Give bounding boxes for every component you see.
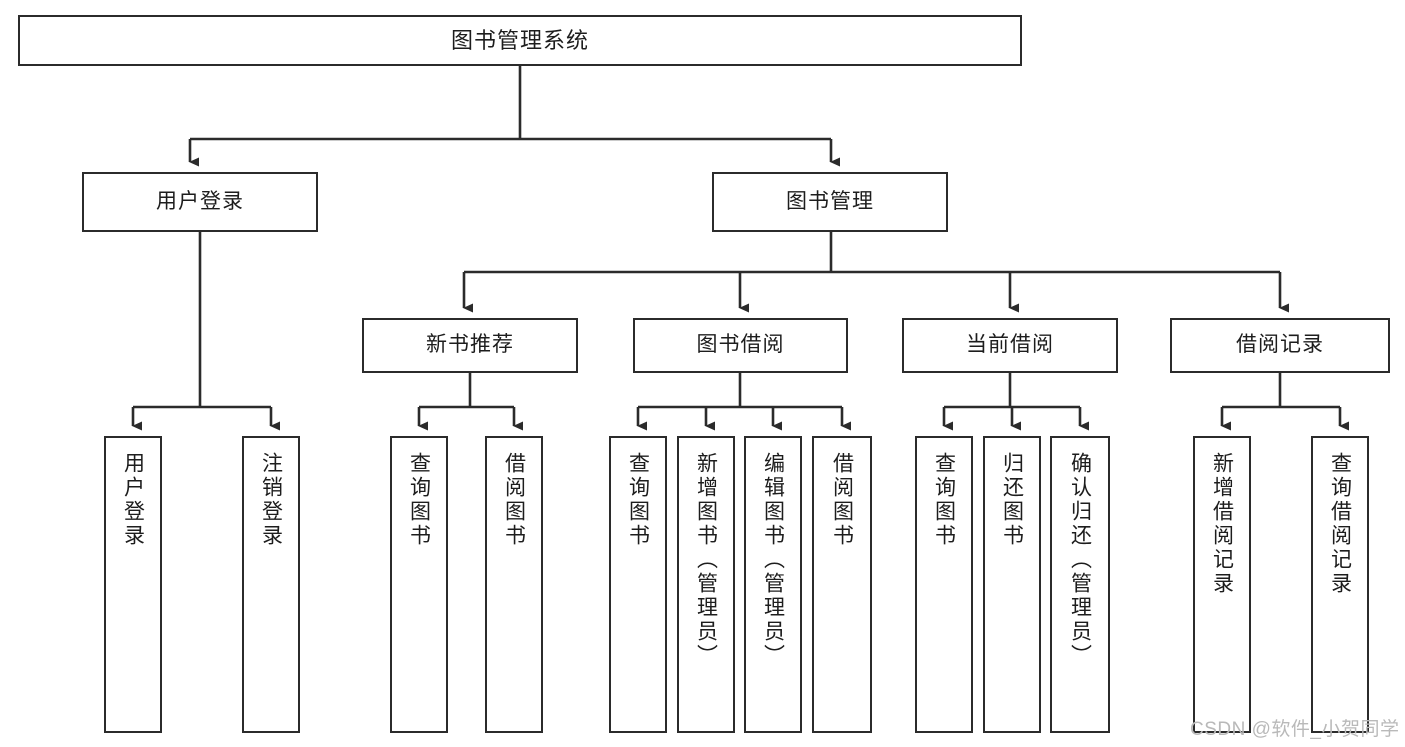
node-label: 图书管理系统 bbox=[450, 27, 589, 53]
node-label: 新增借阅记录 bbox=[1210, 452, 1234, 596]
node-label: 图书借阅 bbox=[696, 333, 785, 357]
node-new-book-recommendation[interactable]: 新书推荐 bbox=[362, 318, 578, 373]
leaf-query-books-borrowing[interactable]: 查询图书 bbox=[609, 436, 667, 733]
node-label: 查询图书 bbox=[407, 452, 431, 548]
node-label: 编辑图书（管理员） bbox=[761, 452, 785, 668]
node-root-book-management-system[interactable]: 图书管理系统 bbox=[18, 15, 1022, 66]
leaf-confirm-return-admin[interactable]: 确认归还（管理员） bbox=[1050, 436, 1110, 733]
csdn-watermark: CSDN @软件_小贺同学 bbox=[1190, 719, 1400, 740]
node-borrowing-records[interactable]: 借阅记录 bbox=[1170, 318, 1390, 373]
leaf-edit-book-admin[interactable]: 编辑图书（管理员） bbox=[744, 436, 802, 733]
node-label: 新增图书（管理员） bbox=[694, 452, 718, 668]
node-label: 归还图书 bbox=[1000, 452, 1024, 548]
node-book-borrowing[interactable]: 图书借阅 bbox=[633, 318, 848, 373]
node-label: 图书管理 bbox=[786, 189, 874, 213]
leaf-return-books[interactable]: 归还图书 bbox=[983, 436, 1041, 733]
leaf-query-books-recommendation[interactable]: 查询图书 bbox=[390, 436, 448, 733]
leaf-query-borrowing-record[interactable]: 查询借阅记录 bbox=[1311, 436, 1369, 733]
leaf-borrow-books-borrowing[interactable]: 借阅图书 bbox=[812, 436, 872, 733]
leaf-add-borrowing-record[interactable]: 新增借阅记录 bbox=[1193, 436, 1251, 733]
node-label: 查询借阅记录 bbox=[1328, 452, 1352, 596]
node-current-borrowing[interactable]: 当前借阅 bbox=[902, 318, 1118, 373]
leaf-user-login[interactable]: 用户登录 bbox=[104, 436, 162, 733]
node-label: 借阅图书 bbox=[830, 452, 854, 548]
leaf-logout[interactable]: 注销登录 bbox=[242, 436, 300, 733]
node-label: 用户登录 bbox=[121, 452, 145, 548]
node-label: 当前借阅 bbox=[966, 333, 1054, 357]
node-label: 注销登录 bbox=[259, 452, 283, 548]
node-label: 查询图书 bbox=[626, 452, 650, 548]
node-label: 用户登录 bbox=[156, 189, 244, 213]
node-label: 确认归还（管理员） bbox=[1068, 452, 1092, 668]
node-label: 查询图书 bbox=[932, 452, 956, 548]
node-user-login[interactable]: 用户登录 bbox=[82, 172, 318, 232]
node-label: 借阅记录 bbox=[1236, 333, 1324, 357]
node-book-management[interactable]: 图书管理 bbox=[712, 172, 948, 232]
leaf-borrow-books-recommendation[interactable]: 借阅图书 bbox=[485, 436, 543, 733]
leaf-query-books-current[interactable]: 查询图书 bbox=[915, 436, 973, 733]
leaf-add-book-admin[interactable]: 新增图书（管理员） bbox=[677, 436, 735, 733]
node-label: 新书推荐 bbox=[426, 333, 514, 357]
node-label: 借阅图书 bbox=[502, 452, 526, 548]
